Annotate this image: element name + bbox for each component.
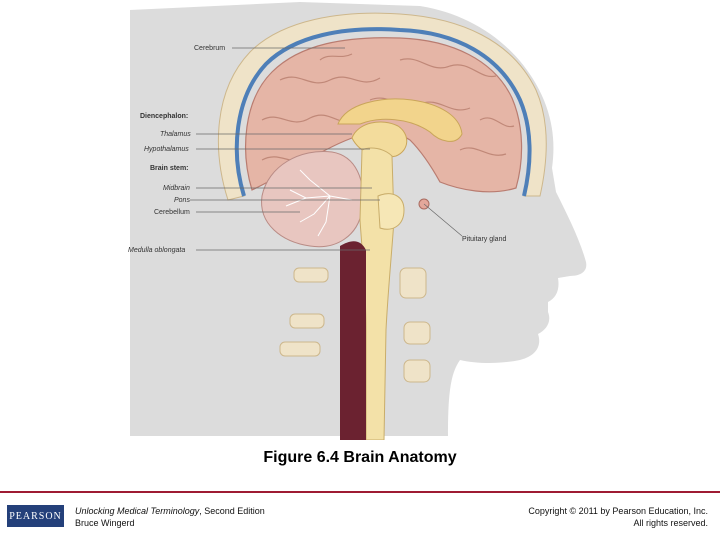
label-cerebellum: Cerebellum <box>154 209 190 216</box>
label-thalamus: Thalamus <box>160 131 191 138</box>
footer: PEARSON Unlocking Medical Terminology, S… <box>0 493 720 540</box>
corpus-callosum <box>337 98 463 142</box>
book-title-line: Unlocking Medical Terminology, Second Ed… <box>75 505 265 517</box>
label-hypothalamus: Hypothalamus <box>144 146 189 153</box>
book-title: Unlocking Medical Terminology <box>75 506 200 516</box>
leader-lines <box>190 47 463 251</box>
brain-anatomy-diagram: Cerebrum Diencephalon: Thalamus Hypothal… <box>128 2 587 440</box>
label-pituitary-gland: Pituitary gland <box>462 236 506 243</box>
pearson-logo: PEARSON <box>7 505 64 527</box>
pons <box>377 193 405 230</box>
book-edition: , Second Edition <box>199 506 265 516</box>
figure-caption: Figure 6.4 Brain Anatomy <box>263 449 457 466</box>
meninges <box>234 27 532 197</box>
label-cerebrum: Cerebrum <box>194 45 225 52</box>
copyright-line-2: All rights reserved. <box>633 518 708 528</box>
book-info: Unlocking Medical Terminology, Second Ed… <box>75 505 265 529</box>
copyright-notice: Copyright © 2011 by Pearson Education, I… <box>528 505 708 529</box>
label-medulla-oblongata: Medulla oblongata <box>128 247 185 254</box>
label-brain-stem: Brain stem: <box>150 165 189 172</box>
label-diencephalon: Diencephalon: <box>140 113 188 120</box>
cerebellum-arbor <box>285 169 353 237</box>
label-pons: Pons <box>174 197 190 204</box>
copyright-line-1: Copyright © 2011 by Pearson Education, I… <box>528 506 708 516</box>
book-author: Bruce Wingerd <box>75 518 135 528</box>
vertebrae <box>279 267 431 383</box>
footer-divider <box>0 491 720 493</box>
label-midbrain: Midbrain <box>163 185 190 192</box>
posterior-neck-tissue <box>340 241 366 440</box>
